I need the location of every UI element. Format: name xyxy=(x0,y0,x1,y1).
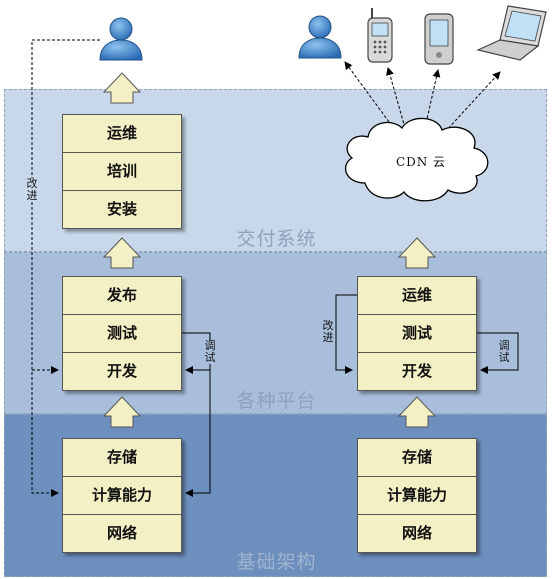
cloud-links xyxy=(344,61,501,133)
right-debug-label: 调试 xyxy=(498,339,510,364)
left-delivery-stack: 运维 培训 安装 xyxy=(62,114,182,229)
platform-label: 各种平台 xyxy=(236,390,317,412)
pda-icon xyxy=(424,13,454,65)
stack-item: 计算能力 xyxy=(63,477,181,515)
user-icon xyxy=(298,15,342,59)
stack-item: 测试 xyxy=(358,315,476,353)
left-platform-stack: 发布 测试 开发 xyxy=(62,276,182,391)
left-debug-label: 调试 xyxy=(204,339,216,364)
up-arrow xyxy=(397,237,437,269)
stack-item: 测试 xyxy=(63,315,181,353)
stack-item: 运维 xyxy=(358,277,476,315)
stack-item: 计算能力 xyxy=(358,477,476,515)
stack-item: 网络 xyxy=(106,524,137,542)
cloud-label: CDN 云 xyxy=(395,155,447,169)
up-arrow xyxy=(397,396,437,428)
up-arrow xyxy=(102,72,142,104)
stack-item: 存储 xyxy=(63,439,181,477)
stack-item: 发布 xyxy=(63,277,181,315)
right-improve-label: 改进 xyxy=(322,319,334,344)
stack-item: 网络 xyxy=(401,524,432,542)
mobile-phone-icon xyxy=(367,8,393,63)
right-debug-loop xyxy=(476,332,519,374)
stack-item: 培训 xyxy=(63,153,181,191)
left-improve-label: 改进 xyxy=(26,177,38,202)
stack-item: 开发 xyxy=(106,362,137,380)
stack-item: 运维 xyxy=(63,115,181,153)
left-debug-loop xyxy=(182,332,211,497)
infrastructure-label: 基础架构 xyxy=(236,551,317,573)
right-infra-stack: 存储 计算能力 网络 xyxy=(357,438,477,553)
laptop-icon xyxy=(476,5,547,61)
stack-item: 安装 xyxy=(106,200,137,218)
cloud-icon xyxy=(344,117,489,202)
left-infra-stack: 存储 计算能力 网络 xyxy=(62,438,182,553)
up-arrow xyxy=(102,396,142,428)
delivery-system-label: 交付系统 xyxy=(236,228,317,250)
right-platform-stack: 运维 测试 开发 xyxy=(357,276,477,391)
stack-item: 开发 xyxy=(401,362,432,380)
stack-item: 存储 xyxy=(358,439,476,477)
up-arrow xyxy=(102,237,142,269)
left-improve-loop xyxy=(31,39,100,497)
user-icon xyxy=(99,17,143,61)
right-improve-loop xyxy=(335,294,357,374)
